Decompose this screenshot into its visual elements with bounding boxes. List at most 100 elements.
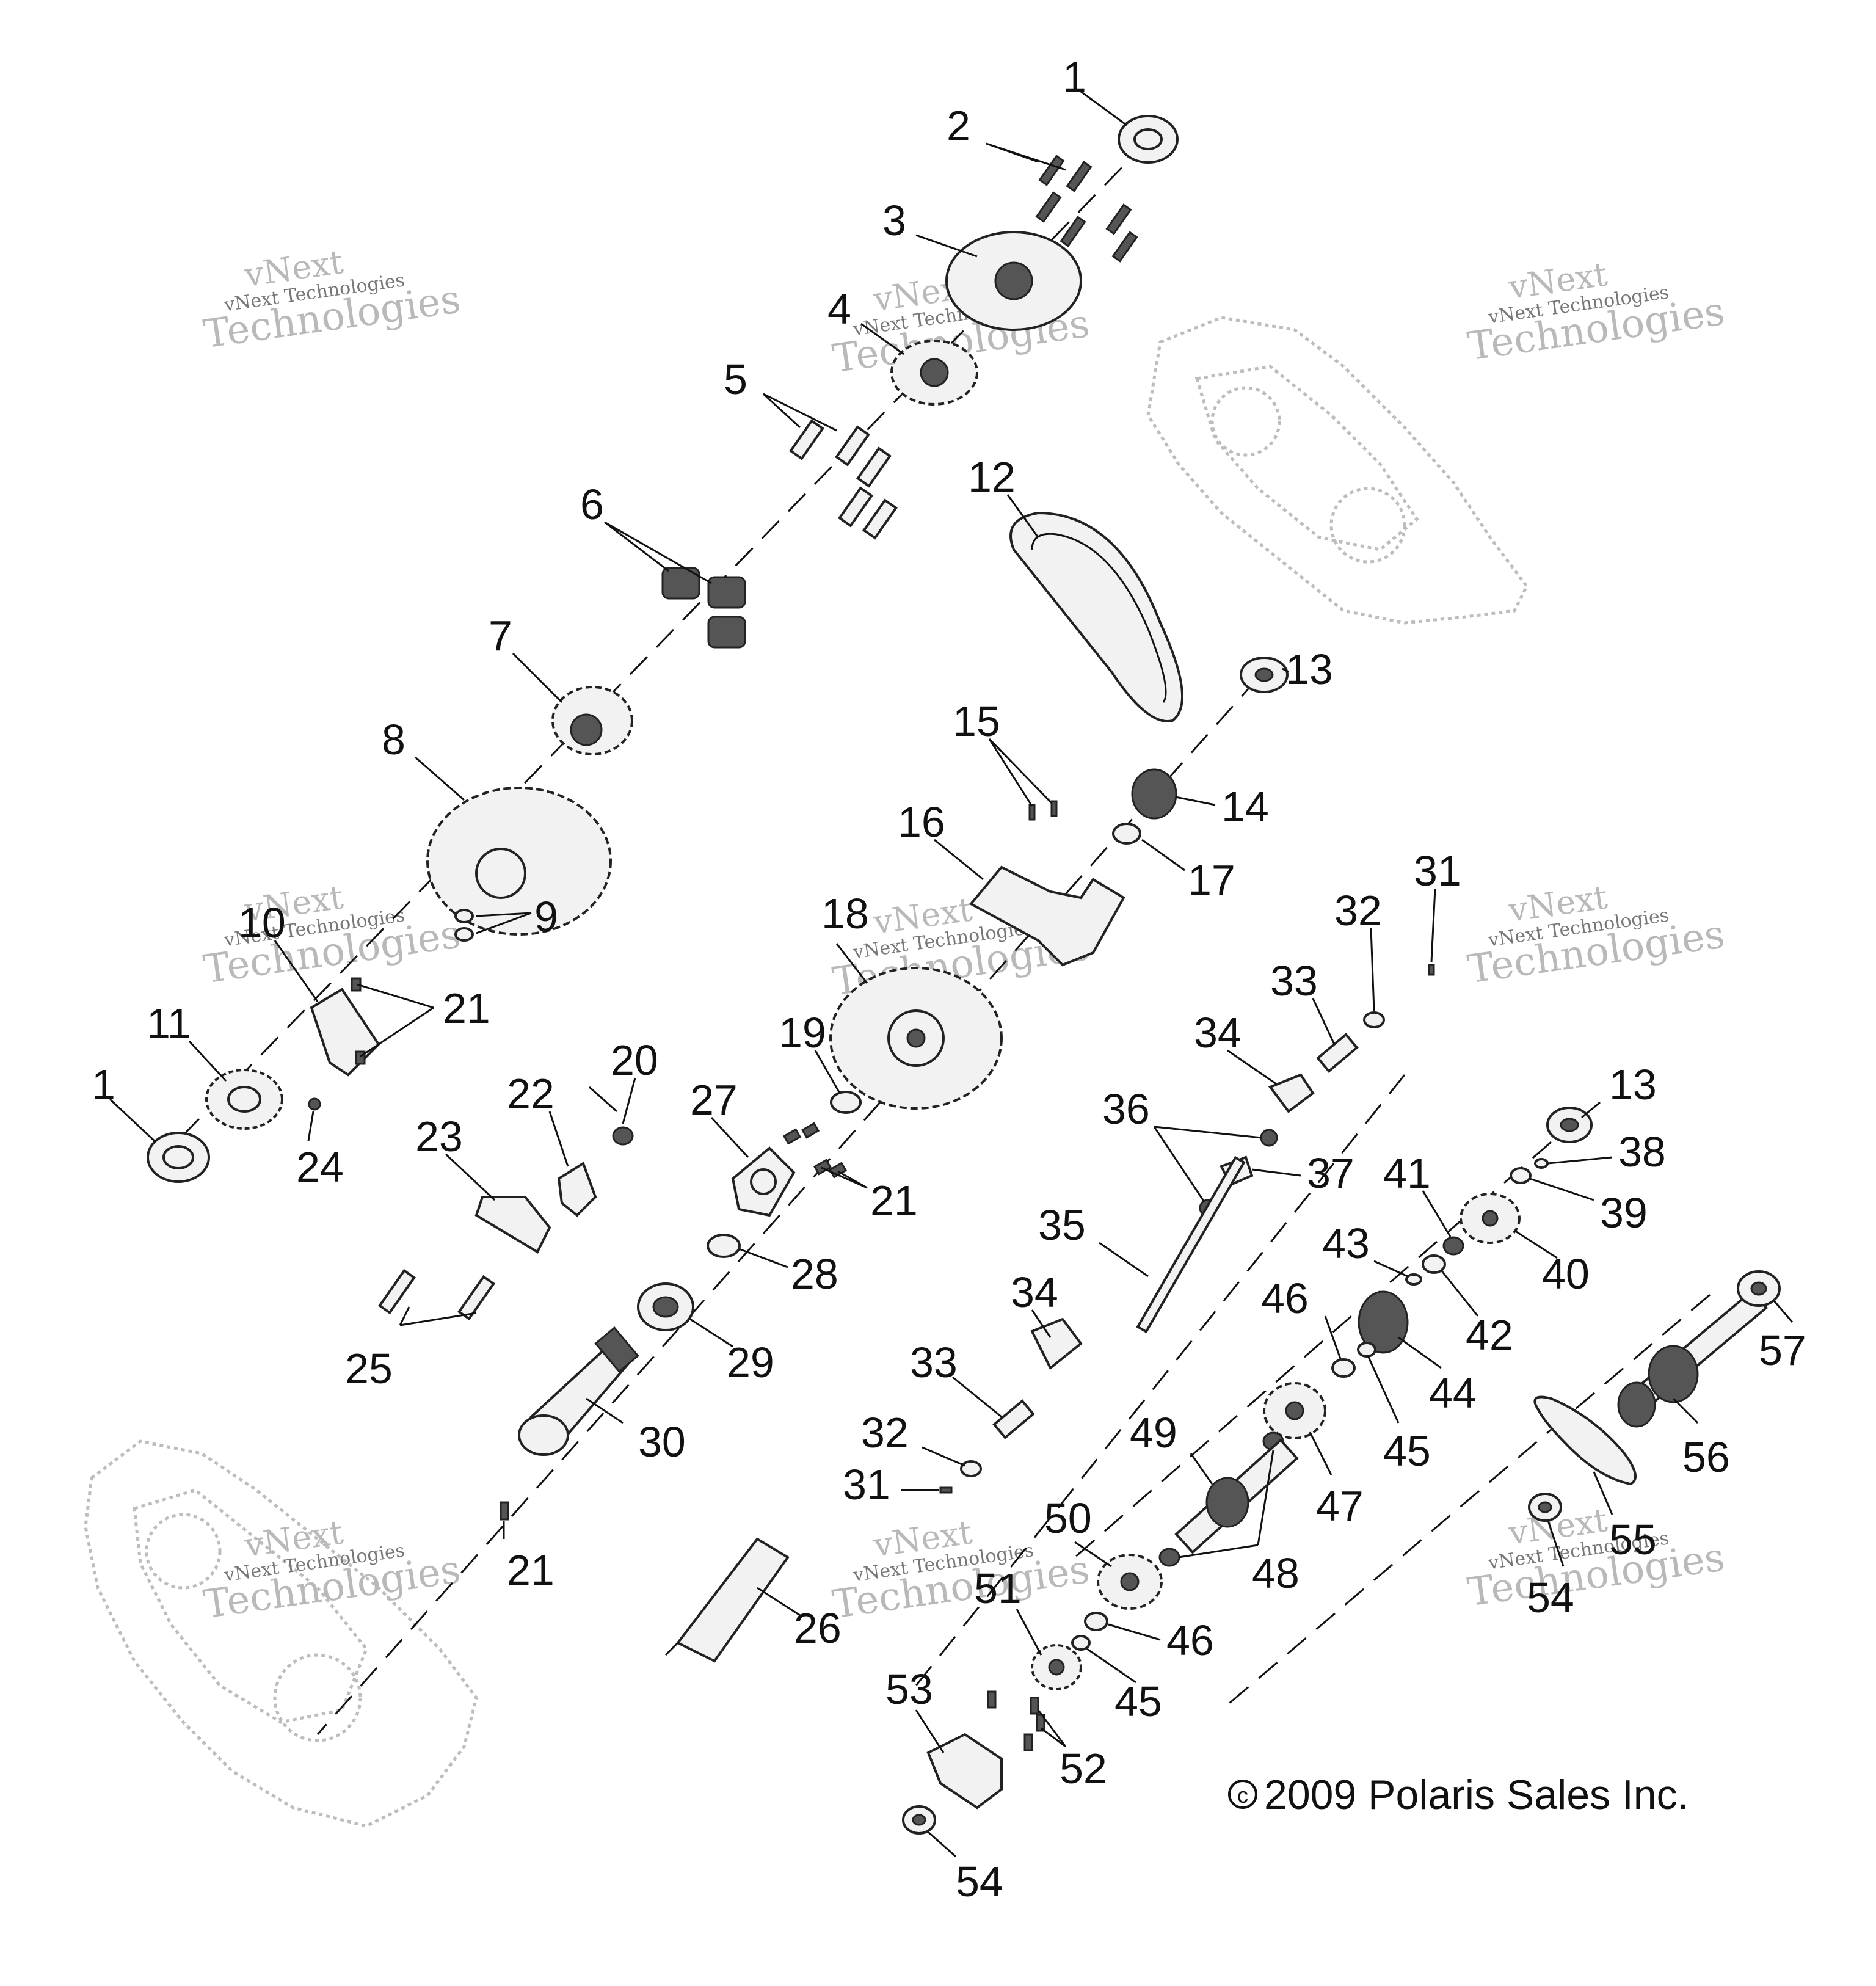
- callout-c36: 36: [1102, 1085, 1150, 1133]
- watermark-mid-right: vNext vNext Technologies Technologies: [1465, 878, 1728, 992]
- leader-lines: [109, 90, 1794, 1858]
- stud-24: [308, 1097, 321, 1111]
- callout-c25: 25: [345, 1345, 393, 1392]
- copyright: c 2009 Polaris Sales Inc.: [1228, 1772, 1689, 1818]
- callout-c26: 26: [794, 1604, 842, 1652]
- callout-c2: 2: [947, 102, 970, 150]
- callout-c17: 17: [1188, 856, 1235, 904]
- callout-c22: 22: [507, 1070, 554, 1118]
- belt-55: [1533, 1395, 1637, 1486]
- ring-19: [830, 1091, 862, 1114]
- shaft-26: [664, 1537, 790, 1663]
- screws-15: [1028, 800, 1058, 821]
- spring-33-top: [1316, 1033, 1359, 1073]
- callout-c38: 38: [1618, 1128, 1666, 1176]
- seal-1-left: [147, 1132, 210, 1183]
- callout-c24: 24: [296, 1143, 344, 1191]
- ring-28: [707, 1234, 741, 1258]
- gear-14: [1131, 768, 1177, 820]
- callout-c13b: 13: [1609, 1061, 1657, 1108]
- carrier-7: [551, 686, 633, 755]
- callout-c30: 30: [638, 1418, 686, 1466]
- seal-1-top: [1118, 115, 1179, 164]
- callout-c16: 16: [898, 798, 945, 846]
- ring-46-top: [1331, 1358, 1356, 1378]
- callout-c6: 6: [580, 481, 604, 528]
- arm-34-top: [1268, 1073, 1315, 1113]
- callout-c28: 28: [791, 1250, 838, 1298]
- ring-45-top: [1357, 1342, 1376, 1358]
- callout-c32b: 32: [861, 1409, 909, 1457]
- callout-c1a: 1: [1063, 53, 1086, 101]
- callout-c8: 8: [382, 716, 405, 763]
- callout-c13a: 13: [1285, 646, 1333, 693]
- callout-c10: 10: [238, 899, 286, 947]
- watermark-bottom-left: vNext vNext Technologies Technologies: [201, 1513, 464, 1628]
- shaft-35: [1136, 1155, 1246, 1334]
- spring-20: [589, 1086, 634, 1146]
- pin-31-top: [1428, 964, 1435, 976]
- callout-c9: 9: [534, 893, 558, 940]
- screws-21-plate: [782, 1122, 848, 1179]
- callout-c42: 42: [1466, 1311, 1513, 1359]
- gear-18: [829, 967, 1003, 1110]
- watermark-top-right: vNext vNext Technologies Technologies: [1465, 255, 1728, 369]
- clip-43: [1405, 1273, 1422, 1286]
- copyright-c-glyph: c: [1237, 1783, 1248, 1808]
- callout-c47: 47: [1316, 1482, 1364, 1530]
- callout-c56: 56: [1682, 1433, 1730, 1481]
- callout-c1b: 1: [92, 1061, 115, 1108]
- callout-c33a: 33: [1270, 957, 1318, 1005]
- callout-c44: 44: [1429, 1369, 1477, 1417]
- callout-c45b: 45: [1114, 1678, 1162, 1725]
- cover-53: [926, 1733, 1003, 1810]
- copyright-text: 2009 Polaris Sales Inc.: [1264, 1772, 1689, 1818]
- callout-c37: 37: [1307, 1149, 1354, 1197]
- output-shaft-30: [518, 1326, 639, 1456]
- cover-3: [945, 231, 1082, 331]
- bolts-2: [1035, 155, 1138, 263]
- screw-21-lower: [500, 1501, 509, 1521]
- callout-c15: 15: [953, 697, 1000, 745]
- gear-4: [890, 340, 978, 406]
- watermark-bottom-right: vNext vNext Technologies Technologies: [1465, 1500, 1728, 1615]
- washer-32-bottom: [960, 1460, 982, 1477]
- collar-44: [1358, 1290, 1409, 1354]
- callout-c35: 35: [1038, 1201, 1086, 1249]
- callout-c7: 7: [489, 612, 512, 660]
- callout-c51: 51: [974, 1565, 1022, 1612]
- bearing-54-right: [1528, 1493, 1562, 1522]
- callout-c39: 39: [1600, 1189, 1648, 1237]
- bearing-13-top: [1240, 657, 1289, 693]
- callout-c21c: 21: [507, 1546, 554, 1594]
- bracket-23: [474, 1196, 551, 1254]
- bearing-13-right: [1546, 1107, 1593, 1143]
- callout-c57: 57: [1759, 1326, 1806, 1374]
- gear-40: [1460, 1193, 1521, 1244]
- callout-c4: 4: [827, 285, 851, 333]
- callout-c14: 14: [1221, 783, 1269, 831]
- callout-c46b: 46: [1166, 1617, 1214, 1664]
- callout-c21a: 21: [443, 984, 490, 1032]
- ring-17: [1112, 823, 1141, 845]
- callout-c31b: 31: [843, 1461, 890, 1508]
- callout-c34a: 34: [1194, 1009, 1242, 1057]
- callout-c23: 23: [415, 1113, 463, 1160]
- callout-c5: 5: [724, 355, 747, 403]
- callout-c3: 3: [882, 197, 906, 244]
- belt-12: [1009, 511, 1183, 722]
- callout-c31a: 31: [1414, 847, 1461, 895]
- callout-c21b: 21: [870, 1177, 918, 1224]
- arm-34-bottom: [1030, 1317, 1083, 1370]
- screws-21-upper: [351, 977, 366, 1065]
- bearing-54-bottom: [902, 1805, 936, 1835]
- plate-27: [731, 1146, 796, 1217]
- callout-c12: 12: [968, 453, 1016, 501]
- callout-c48: 48: [1252, 1549, 1300, 1597]
- callout-c53: 53: [885, 1665, 933, 1713]
- gear-50: [1097, 1554, 1163, 1610]
- callout-c54a: 54: [956, 1858, 1003, 1905]
- callout-c27: 27: [690, 1076, 738, 1124]
- callout-c43: 43: [1322, 1220, 1370, 1267]
